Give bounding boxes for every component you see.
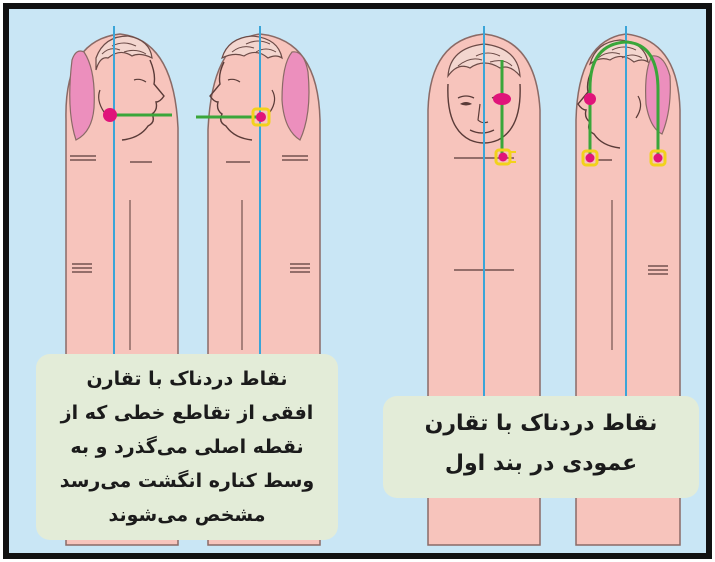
finger-4-pain-point-right: [654, 154, 663, 163]
caption-left-line: نقاط دردناک با تقارن: [36, 362, 338, 396]
caption-left-line: نقطه اصلی می‌گذرد و به: [36, 430, 338, 464]
finger-1-pain-point: [103, 108, 117, 122]
caption-left-line: وسط کناره انگشت می‌رسد: [36, 464, 338, 498]
finger-3-pain-point: [499, 153, 508, 162]
caption-vertical-symmetry: نقاط دردناک با تقارن عمودی در بند اول: [383, 396, 699, 498]
caption-horizontal-symmetry: نقاط دردناک با تقارن افقی از تقاطع خطی ک…: [36, 354, 338, 540]
finger-4-main-point: [584, 93, 596, 105]
caption-right-line: نقاط دردناک با تقارن: [383, 404, 699, 444]
finger-2-pain-point: [256, 112, 266, 122]
caption-left-line: افقی از تقاطع خطی که از: [36, 396, 338, 430]
finger-3-main-point: [493, 93, 511, 105]
caption-right-line: عمودی در بند اول: [383, 444, 699, 484]
caption-left-line: مشخص می‌شوند: [36, 498, 338, 532]
finger-4-pain-point-left: [586, 154, 595, 163]
